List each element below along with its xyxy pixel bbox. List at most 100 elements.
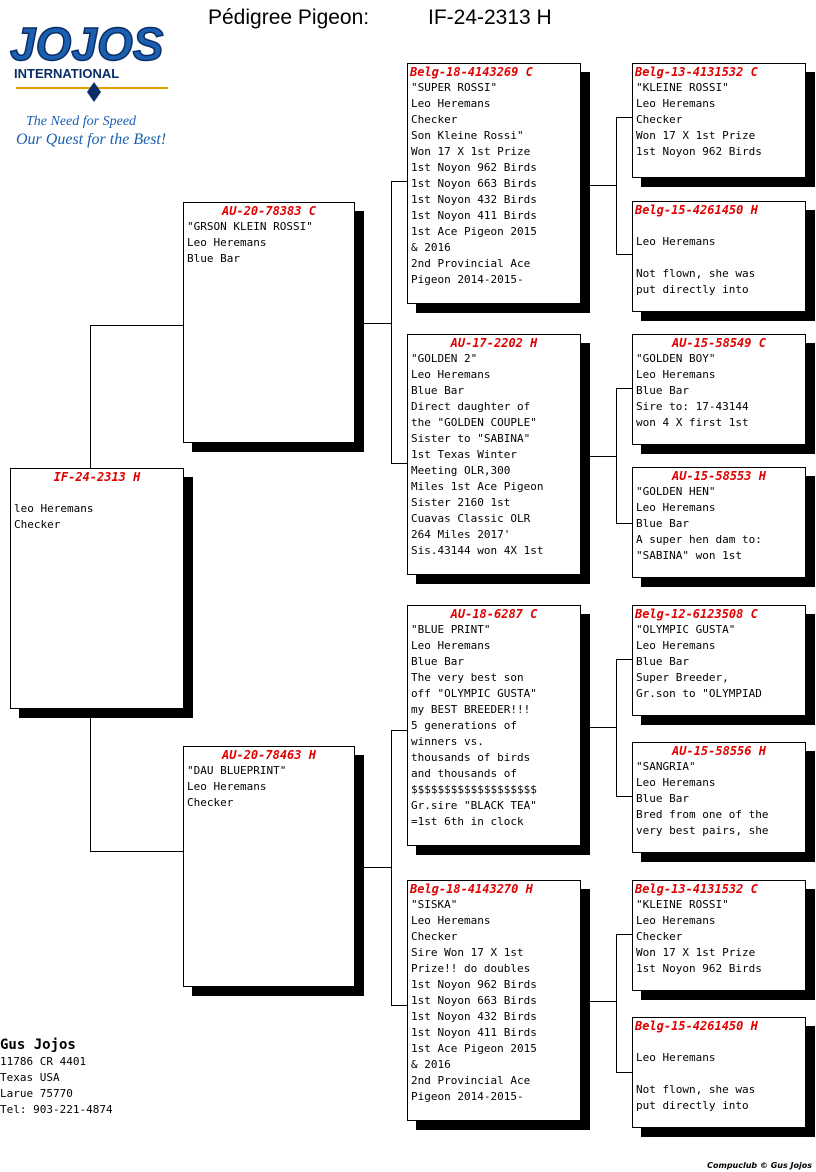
connector-line (616, 1072, 632, 1073)
owner-name: Gus Jojos (0, 1037, 76, 1053)
connector-line (391, 181, 392, 463)
detail-line: 1st Noyon 663 Birds (411, 994, 537, 1007)
detail-line: A super hen dam to: (636, 533, 762, 546)
detail-line: Direct daughter of (411, 400, 531, 413)
connector-line (616, 388, 632, 389)
detail-line: 1st Noyon 432 Birds (411, 1010, 537, 1023)
owner-address-line: Texas USA (0, 1071, 60, 1084)
detail-line: Gr.sire "BLACK TEA" (411, 799, 537, 812)
pigeon-card-dds[interactable]: Belg-13-4131532 C "KLEINE ROSSI"Leo Here… (632, 880, 806, 991)
detail-line: & 2016 (411, 1058, 451, 1071)
logo-tagline2: Our Quest for the Best! (16, 131, 166, 148)
detail-line: 1st Noyon 962 Birds (411, 161, 537, 174)
ring-number: Belg-13-4131532 C (635, 882, 758, 896)
detail-line: 1st Ace Pigeon 2015 (411, 1042, 537, 1055)
detail-line: Bred from one of the (636, 808, 769, 821)
ring-number: Belg-18-4143270 H (410, 882, 533, 896)
detail-line: Leo Heremans (411, 368, 491, 381)
connector-line (616, 117, 617, 254)
detail-line: Leo Heremans (636, 501, 716, 514)
detail-line: Not flown, she was (636, 1083, 756, 1096)
detail-line: Leo Heremans (636, 914, 716, 927)
detail-line: Checker (411, 930, 458, 943)
detail-line: "GRSON KLEIN ROSSI" (187, 220, 313, 233)
detail-line: "GOLDEN BOY" (636, 352, 716, 365)
connector-line (590, 727, 617, 728)
detail-line: "SUPER ROSSI" (411, 81, 498, 94)
ring-number: AU-20-78463 H (222, 748, 316, 762)
pigeon-card-sss[interactable]: Belg-13-4131532 C "KLEINE ROSSI"Leo Here… (632, 63, 806, 178)
owner-address-line: Larue 75770 (0, 1087, 73, 1100)
ring-number: AU-15-58549 C (672, 336, 766, 350)
diamond-icon (87, 82, 101, 102)
detail-line: & 2016 (411, 241, 451, 254)
detail-line (636, 250, 805, 266)
detail-line: "SANGRIA" (636, 760, 696, 773)
detail-line: Sister to "SABINA" (411, 432, 531, 445)
detail-line: 2nd Provincial Ace (411, 1074, 531, 1087)
connector-line (616, 934, 617, 1072)
owner-phone: Tel: 903-221-4874 (0, 1103, 113, 1116)
connector-line (90, 851, 183, 852)
connector-line (616, 659, 632, 660)
detail-line: Leo Heremans (411, 914, 491, 927)
detail-line: thousands of birds (411, 751, 531, 764)
detail-line: Checker (636, 930, 683, 943)
ring-number: Belg-15-4261450 H (635, 203, 758, 217)
detail-line: "DAU BLUEPRINT" (187, 764, 287, 777)
connector-line (616, 117, 632, 118)
logo-brand: JOJOS (10, 18, 164, 70)
detail-line (636, 1034, 805, 1050)
detail-line: "SABINA" won 1st (636, 549, 742, 562)
detail-line (636, 218, 805, 234)
detail-line: winners vs. (411, 735, 484, 748)
connector-line (364, 323, 392, 324)
detail-line: $$$$$$$$$$$$$$$$$$$ (411, 783, 537, 796)
connector-line (590, 185, 617, 186)
detail-line: "SISKA" (411, 898, 458, 911)
detail-line: won 4 X first 1st (636, 416, 749, 429)
detail-line: put directly into (636, 283, 749, 296)
detail-line: Blue Bar (636, 792, 689, 805)
detail-line: Leo Heremans (636, 776, 716, 789)
detail-line: 1st Noyon 962 Birds (636, 962, 762, 975)
detail-line: Leo Heremans (411, 97, 491, 110)
connector-line (391, 181, 407, 182)
pigeon-card-dss[interactable]: Belg-12-6123508 C "OLYMPIC GUSTA"Leo Her… (632, 605, 806, 716)
detail-line: Leo Heremans (411, 639, 491, 652)
pigeon-card-ss[interactable]: Belg-18-4143269 C "SUPER ROSSI"Leo Herem… (407, 63, 581, 304)
detail-line: leo Heremans (14, 502, 94, 515)
logo-sub: INTERNATIONAL (14, 66, 119, 81)
detail-line: 1st Ace Pigeon 2015 (411, 225, 537, 238)
connector-line (616, 388, 617, 523)
connector-line (391, 730, 407, 731)
pigeon-card-dam[interactable]: AU-20-78463 H "DAU BLUEPRINT"Leo Hereman… (183, 746, 355, 987)
page-title-ring: IF-24-2313 H (428, 6, 552, 29)
connector-line (364, 867, 392, 868)
detail-line: Super Breeder, (636, 671, 729, 684)
detail-line: 1st Noyon 411 Birds (411, 1026, 537, 1039)
detail-line: 1st Texas Winter (411, 448, 517, 461)
connector-line (391, 730, 392, 1005)
detail-line: Pigeon 2014-2015- (411, 1090, 524, 1103)
pigeon-card-sire[interactable]: AU-20-78383 C "GRSON KLEIN ROSSI"Leo Her… (183, 202, 355, 443)
detail-line: put directly into (636, 1099, 749, 1112)
detail-line: and thousands of (411, 767, 517, 780)
detail-line: Blue Bar (636, 655, 689, 668)
detail-line: The very best son (411, 671, 524, 684)
